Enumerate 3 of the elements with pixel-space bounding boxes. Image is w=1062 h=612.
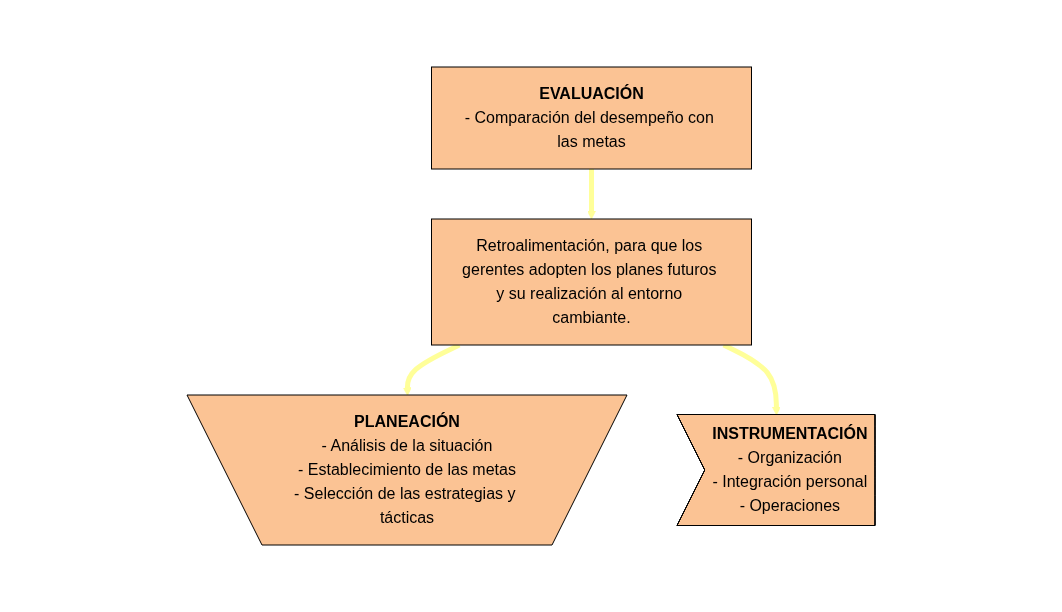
arrow xyxy=(587,169,596,220)
node-box: Retroalimentación, para que los gerentes adopten los planes futuros y su realización al entorno cambiante. xyxy=(431,218,752,346)
node-box: EVALUACIÓN - Comparación del desempeño con las metas xyxy=(431,66,752,170)
